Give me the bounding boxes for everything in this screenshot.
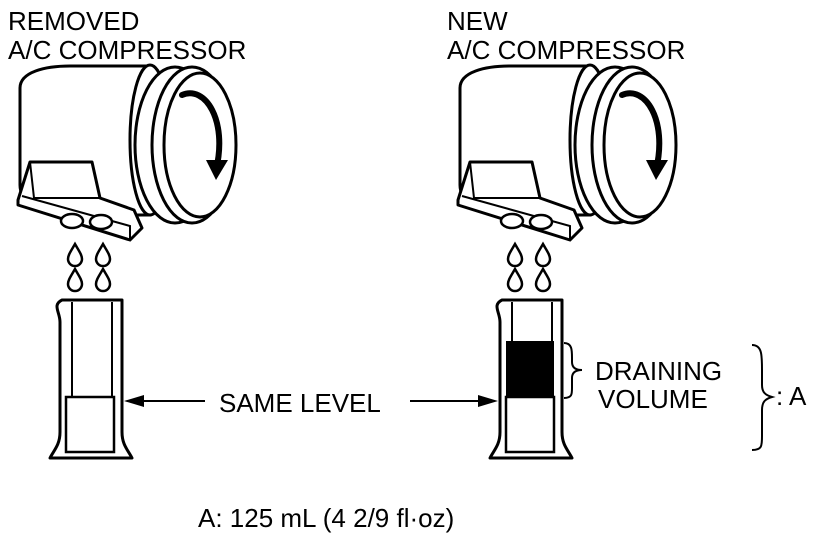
footnote: A: 125 mL (4 2/9 fl·oz) <box>198 503 454 533</box>
new-compressor <box>458 65 676 240</box>
a-marker: : A <box>776 381 807 411</box>
a-brace <box>751 344 776 451</box>
draining-label-line1: DRAINING <box>595 356 722 386</box>
new-measuring-cylinder <box>488 298 574 460</box>
removed-oil-level <box>64 395 116 454</box>
draining-volume-fill <box>506 341 554 397</box>
draining-label-line2: VOLUME <box>598 384 708 414</box>
new-label-line2: A/C COMPRESSOR <box>447 35 685 65</box>
new-label-line1: NEW <box>447 6 508 36</box>
removed-label-line1: REMOVED <box>8 6 139 36</box>
removed-measuring-cylinder <box>48 298 134 460</box>
removed-compressor <box>18 65 236 240</box>
same-level-arrows <box>124 395 498 407</box>
new-oil-level <box>504 395 556 454</box>
removed-label-line2: A/C COMPRESSOR <box>8 35 246 65</box>
same-level-label: SAME LEVEL <box>219 388 381 418</box>
draining-brace <box>563 342 583 399</box>
